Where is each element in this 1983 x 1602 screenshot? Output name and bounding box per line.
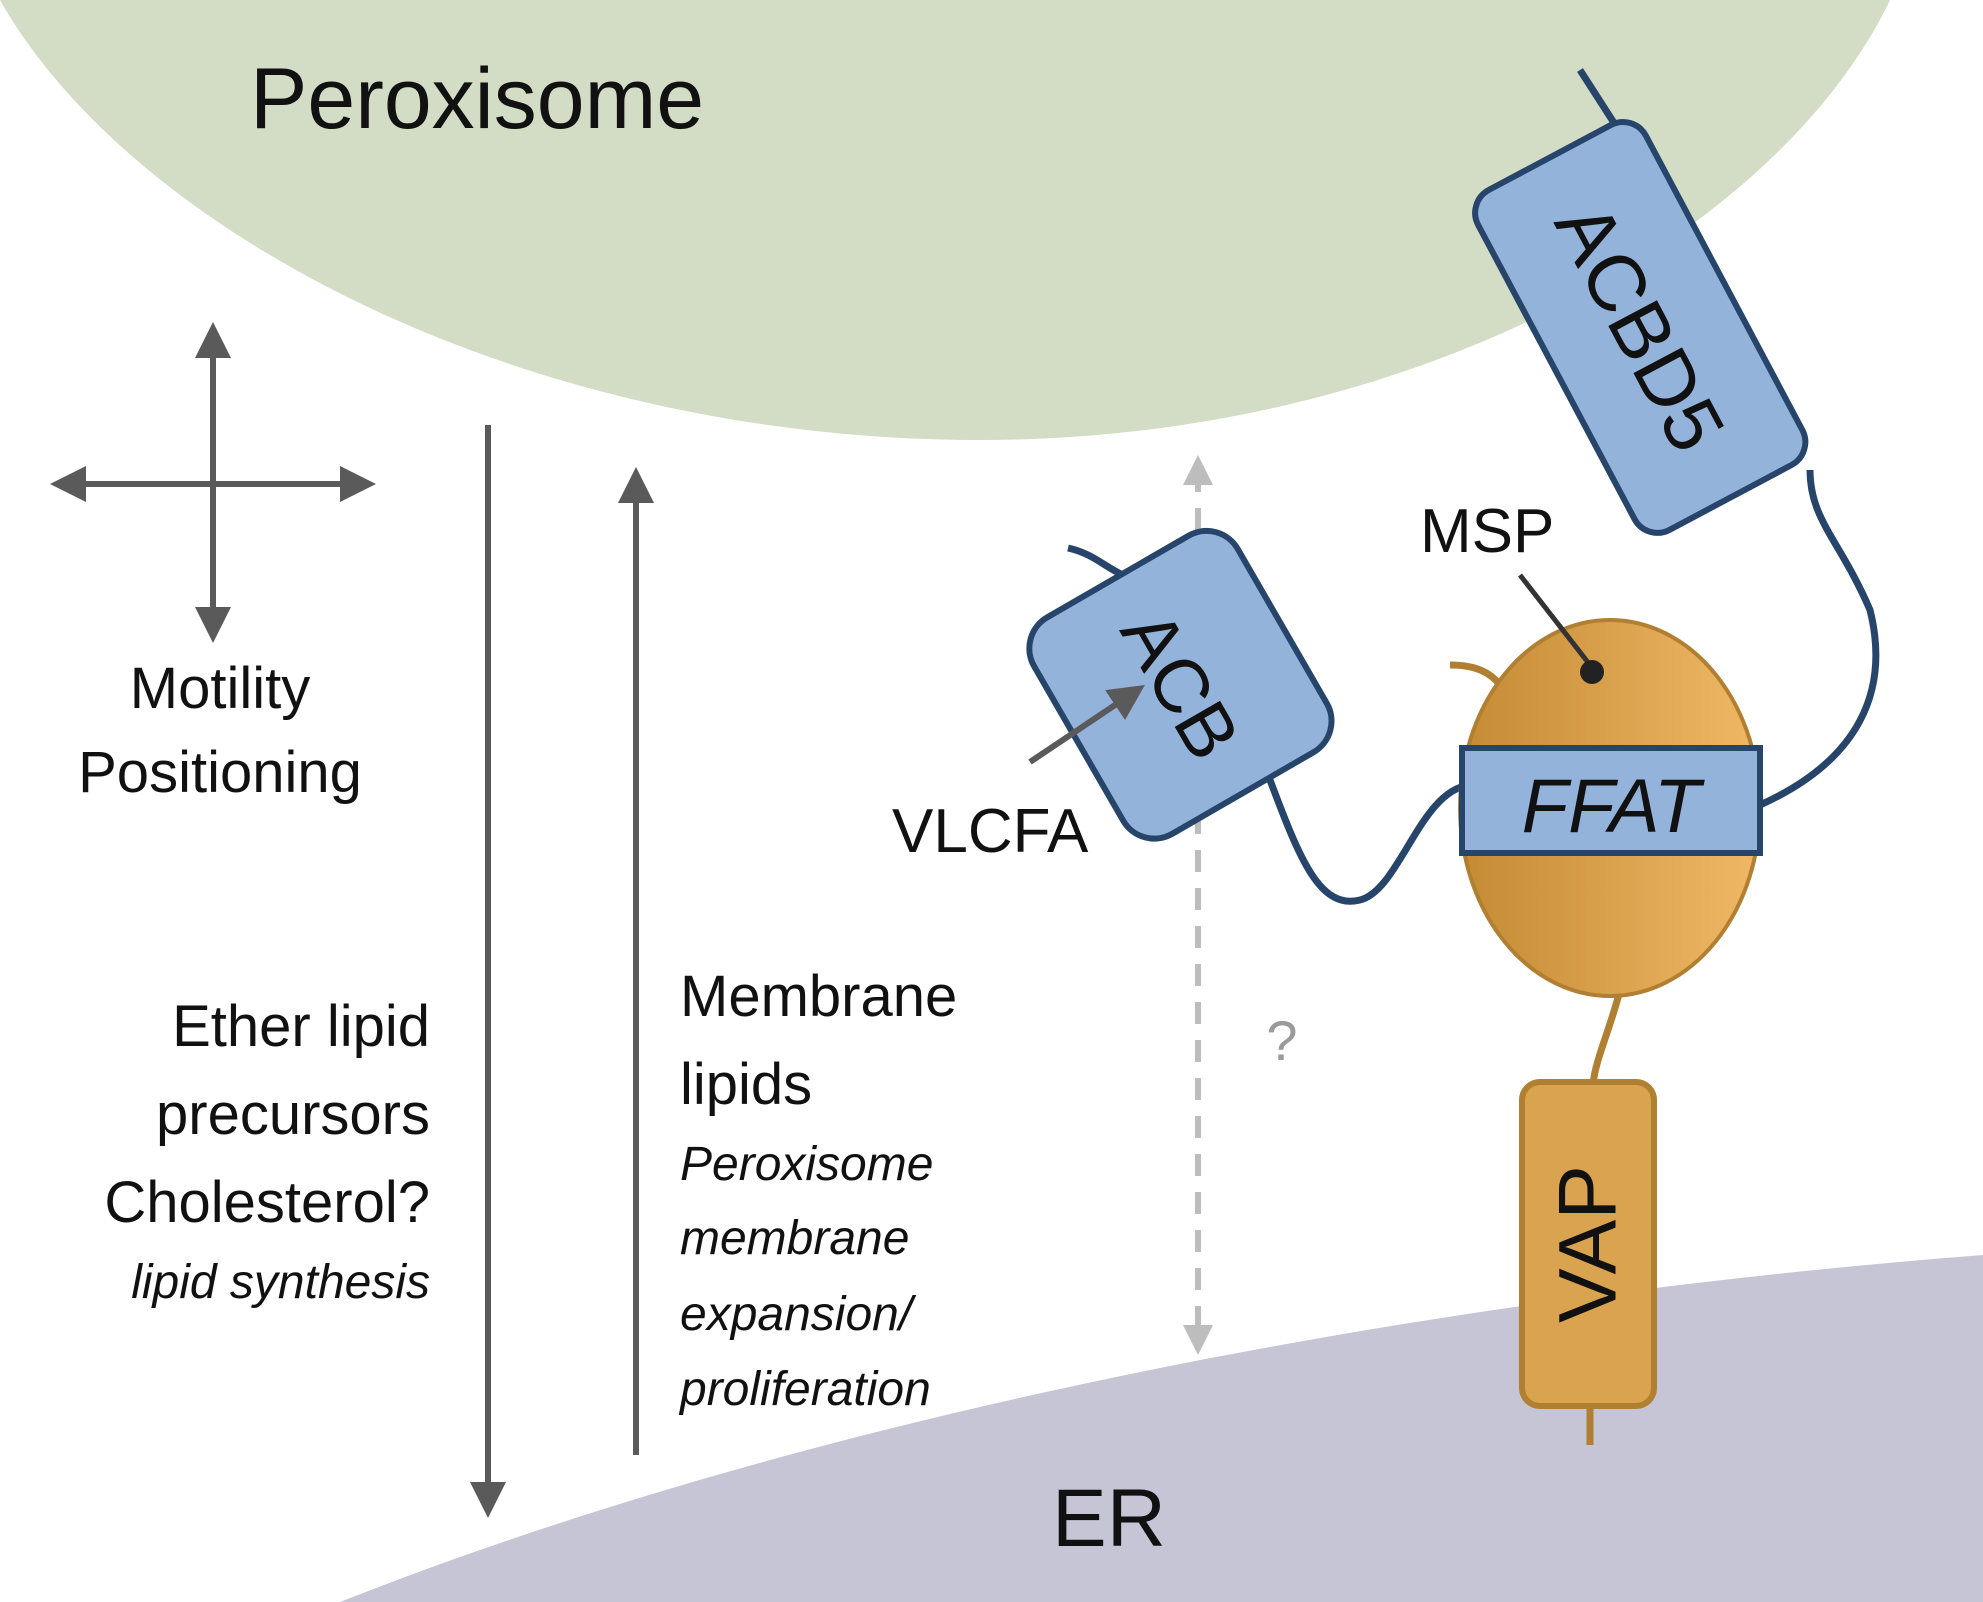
msp-label: MSP (1420, 497, 1554, 566)
ffat-acbd5-linker (1758, 469, 1880, 809)
msp-dot (1580, 660, 1604, 684)
positioning-label: Positioning (78, 740, 362, 805)
acb-domain (1026, 527, 1335, 842)
peroxisome-membrane-line2: membrane (680, 1212, 909, 1265)
peroxisome-membrane-line4: proliferation (678, 1363, 931, 1416)
er-label: ER (1052, 1473, 1166, 1564)
motility-label: Motility (130, 656, 310, 721)
lipids-label: lipids (680, 1052, 812, 1117)
ffat-label: FFAT (1522, 764, 1705, 849)
acb-ffat-linker (1266, 778, 1471, 905)
vap-protein (1519, 1079, 1657, 1409)
msp-vap-linker (1589, 989, 1624, 1086)
motility-cross-arrows (50, 322, 376, 643)
acbd5-protein (1472, 119, 1809, 536)
question-mark: ? (1266, 1009, 1297, 1072)
msp-pointer (1518, 573, 1592, 667)
vlcfa-label: VLCFA (892, 797, 1089, 866)
peroxisome-label: Peroxisome (250, 51, 704, 147)
cholesterol-label: Cholesterol? (104, 1170, 430, 1235)
ffat-motif (1459, 745, 1763, 856)
peroxisome-membrane-line1: Peroxisome (680, 1138, 933, 1191)
precursors-label: precursors (156, 1082, 430, 1147)
vlcfa-arrow (1028, 684, 1145, 765)
lipid-synthesis-label: lipid synthesis (131, 1256, 430, 1309)
vap-label: VAP (1543, 1165, 1634, 1323)
ether-lipid-label: Ether lipid (172, 994, 430, 1059)
membrane-label: Membrane (680, 964, 957, 1029)
peroxisome-shape (0, 0, 1890, 440)
peroxisome-membrane-line3: expansion/ (680, 1288, 917, 1341)
msp-tail (1449, 661, 1503, 688)
